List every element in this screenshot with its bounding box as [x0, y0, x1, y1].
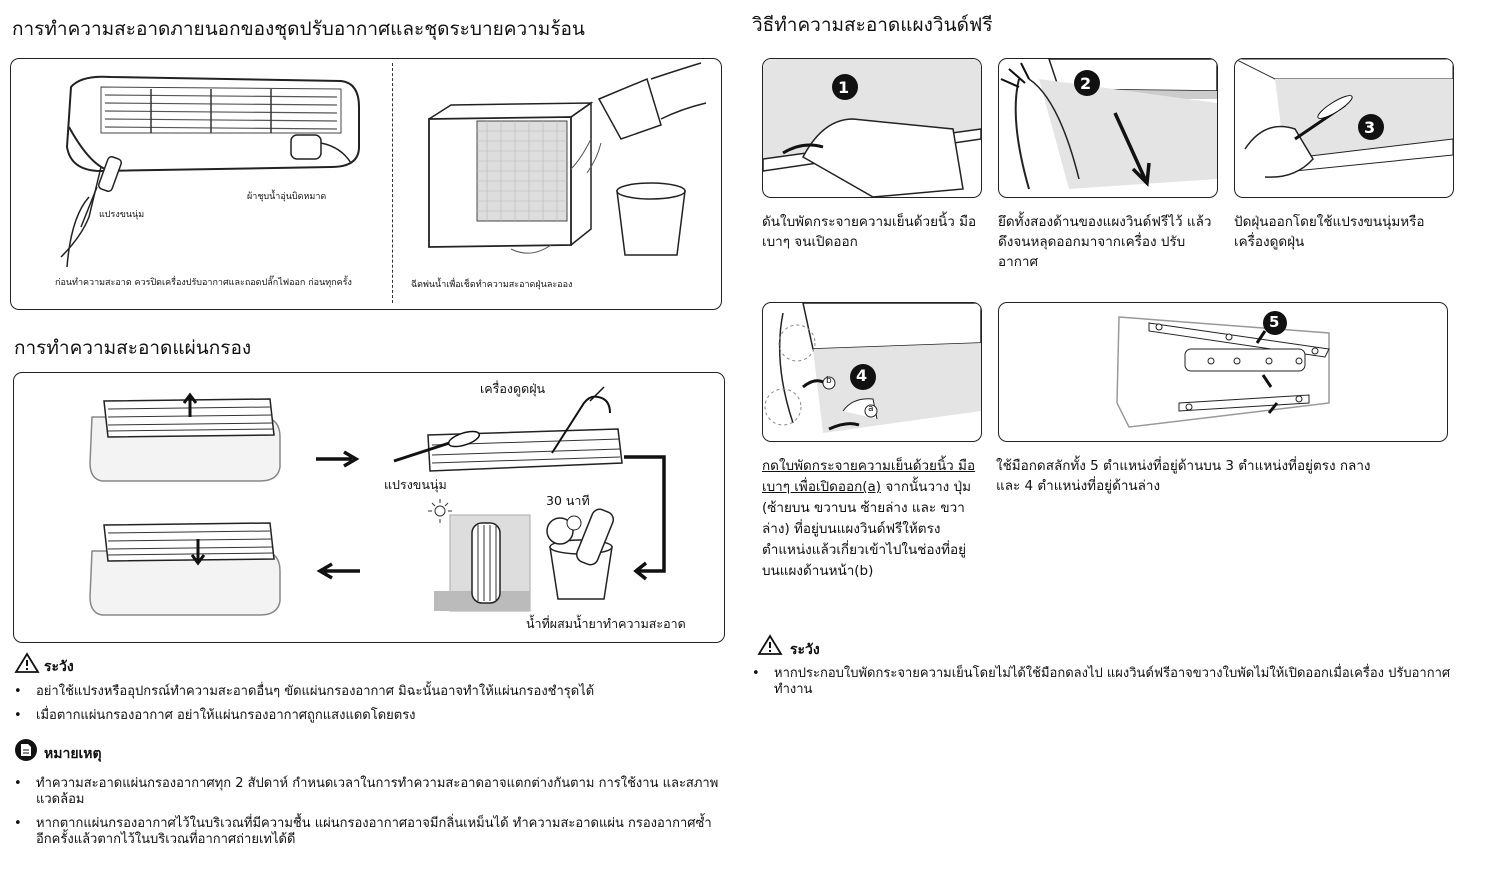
divider	[392, 63, 393, 303]
mark-b: b	[826, 376, 832, 386]
step-4-number: 4	[856, 366, 868, 385]
caution-title-right: ระวัง	[790, 642, 820, 658]
step-4-illustration	[764, 303, 981, 433]
solution-label: น้ำที่ผสมน้ำยาทำความสะอาด	[526, 616, 686, 631]
exterior-cleaning-panel: ผ้าชุบน้ำอุ่นบิดหมาด แปรงขนนุ่ม ก่อนทำคว…	[10, 58, 722, 310]
brush-label: แปรงขนนุ่ม	[99, 210, 145, 220]
filter-vacuum-illustration	[393, 386, 623, 472]
step-5-illustration	[1116, 311, 1330, 428]
step-2-number: 2	[1080, 74, 1092, 93]
time-label: 30 นาที	[546, 493, 590, 508]
step-5-panel: 5	[998, 302, 1448, 442]
arrow-left-icon	[316, 562, 360, 580]
section-title-filter: การทำความสะอาดแผ่นกรอง	[14, 337, 252, 359]
list-item: เมื่อตากแผ่นกรองอากาศ อย่าให้แผ่นกรองอาก…	[14, 708, 724, 724]
list-item: หากประกอบใบพัดกระจายความเย็นโดยไม่ได้ใช้…	[752, 666, 1452, 698]
step-2-illustration	[1000, 59, 1217, 190]
step-3-panel: 3	[1234, 58, 1454, 198]
warning-icon	[757, 634, 783, 655]
warning-icon	[14, 652, 40, 673]
step-2-panel: 2	[998, 58, 1218, 198]
path-arrow-icon	[624, 455, 666, 581]
brush-label-2: แปรงขนนุ่ม	[384, 477, 447, 492]
step-3-caption: ปัดฝุ่นออกโดยใช้แปรงขนนุ่มหรือ เครื่องดู…	[1234, 214, 1425, 250]
vacuum-label: เครื่องดูดฝุ่น	[480, 381, 546, 396]
note-list: ทำความสะอาดแผ่นกรองอากาศทุก 2 สัปดาห์ กำ…	[14, 776, 724, 856]
arrow-right-icon	[316, 450, 360, 468]
step-2-caption: ยึดทั้งสองด้านของแผงวินด์ฟรีไว้ แล้วดึงจ…	[998, 214, 1212, 270]
filter-cleaning-panel: เครื่องดูดฝุ่น แปรงขนนุ่ม 30 นาที น้ำที่…	[13, 372, 725, 643]
section-title-exterior: การทำความสะอาดภายนอกของชุดปรับอากาศและชุ…	[12, 18, 585, 40]
step-4-caption-underlined: กดใบพัดกระจายความเย็นด้วยนิ้ว มือเบาๆ เพ…	[762, 458, 976, 495]
caption-left: ก่อนทำความสะอาด ควรปิดเครื่องปรับอากาศแล…	[55, 278, 352, 288]
step-1-panel: 1	[762, 58, 982, 198]
cloth-label: ผ้าชุบน้ำอุ่นบิดหมาด	[247, 192, 327, 202]
unit-filter-up-illustration	[89, 392, 281, 482]
step-1-illustration	[763, 59, 981, 197]
caption-right: ฉีดพ่นน้ำเพื่อเช็ดทำความสะอาดฝุ่นละออง	[411, 280, 573, 290]
step-4-caption-rest: จากนั้นวาง ปุ่ม (ซ้ายบน ขวาบน ซ้ายล่าง แ…	[762, 479, 972, 579]
caution-list: อย่าใช้แปรงหรืออุปกรณ์ทำความสะอาดอื่นๆ ข…	[14, 684, 724, 732]
indoor-unit-illustration	[60, 75, 360, 268]
caution-title: ระวัง	[44, 659, 74, 675]
outdoor-unit-illustration	[428, 62, 707, 256]
caution-list-right: หากประกอบใบพัดกระจายความเย็นโดยไม่ได้ใช้…	[752, 666, 1452, 706]
mark-a: a	[868, 404, 874, 414]
step-3-number: 3	[1364, 118, 1376, 137]
step-5-number: 5	[1269, 313, 1280, 331]
unit-filter-down-illustration	[89, 522, 281, 616]
note-icon	[15, 739, 37, 761]
list-item: ทำความสะอาดแผ่นกรองอากาศทุก 2 สัปดาห์ กำ…	[14, 776, 724, 808]
sun-dry-illustration	[428, 499, 531, 612]
note-title: หมายเหตุ	[44, 746, 102, 762]
list-item: หากตากแผ่นกรองอากาศไว้ในบริเวณที่มีความช…	[14, 816, 724, 848]
step-5-caption: ใช้มือกดสลักทั้ง 5 ตำแหน่งที่อยู่ด้านบน …	[996, 458, 1371, 494]
step-3-illustration	[1235, 59, 1453, 178]
step-1-number: 1	[838, 78, 850, 97]
soak-bucket-illustration	[546, 508, 615, 600]
step-4-caption: กดใบพัดกระจายความเย็นด้วยนิ้ว มือเบาๆ เพ…	[762, 456, 984, 582]
step-1-caption: ดันใบพัดกระจายความเย็นด้วยนิ้ว มือเบาๆ จ…	[762, 214, 977, 250]
section-title-windfree: วิธีทำความสะอาดแผงวินด์ฟรี	[752, 14, 993, 36]
list-item: อย่าใช้แปรงหรืออุปกรณ์ทำความสะอาดอื่นๆ ข…	[14, 684, 724, 700]
step-4-panel: 4 b a	[762, 302, 982, 442]
